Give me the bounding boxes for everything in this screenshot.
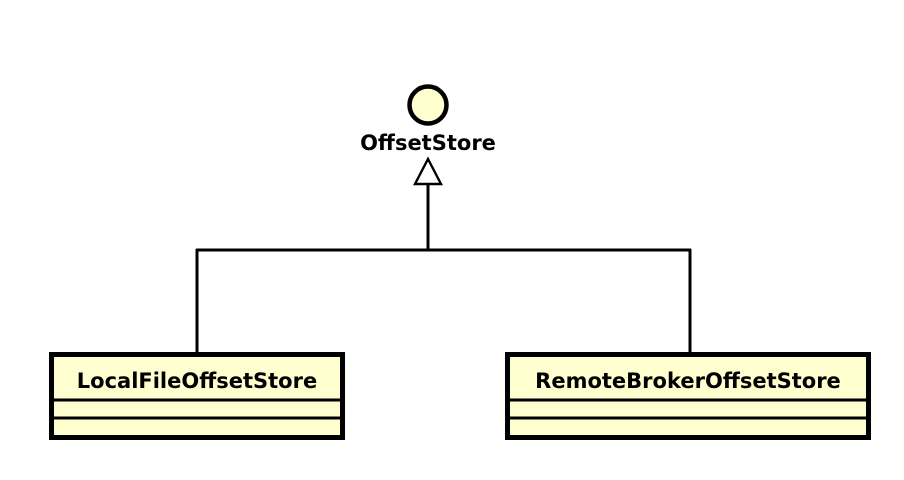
interface-circle-icon — [407, 84, 449, 126]
class-box-frame — [49, 352, 345, 440]
class-title-label: LocalFileOffsetStore — [77, 369, 317, 393]
generalization-arrowhead-icon — [413, 156, 443, 186]
class-node-remotebrokeroffsetstore[interactable]: RemoteBrokerOffsetStore — [505, 352, 871, 440]
interface-label: OffsetStore — [360, 131, 496, 155]
interface-node-offsetstore[interactable]: OffsetStore — [360, 84, 496, 156]
generalization-connector-group — [195, 156, 692, 353]
class-node-localfileoffsetstore[interactable]: LocalFileOffsetStore — [49, 352, 345, 440]
class-title-label: RemoteBrokerOffsetStore — [535, 369, 841, 393]
class-box-frame — [505, 352, 871, 440]
